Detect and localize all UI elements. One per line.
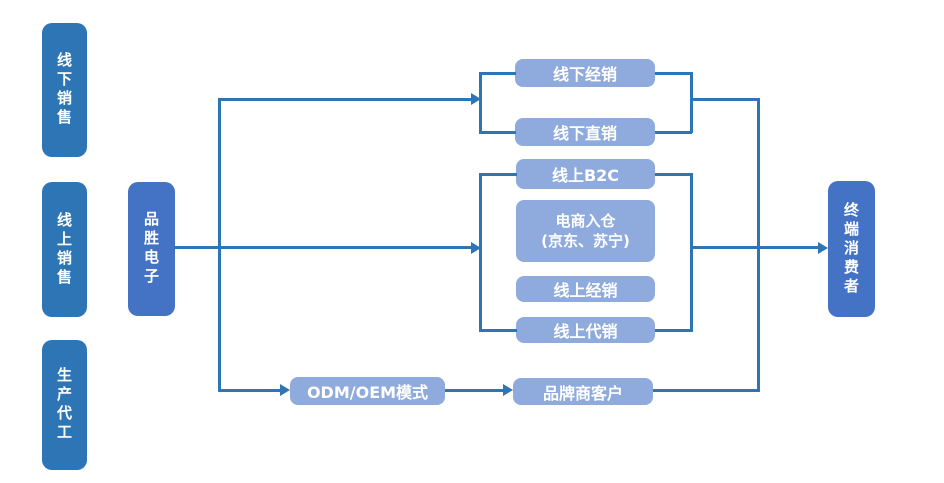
node-brand-customer: 品牌商客户: [513, 378, 653, 405]
stub-online-b2c-left: [479, 173, 517, 176]
stub-offline-distribution-right: [655, 72, 692, 75]
connector-branch-to-offline-bracket: [218, 98, 471, 101]
node-offline-direct-sales-label: 线下直销: [552, 124, 617, 143]
node-online-distribution-label: 线上经销: [553, 281, 618, 300]
bracket-offline-right: [690, 72, 693, 133]
node-offline-direct-sales: 线下直销: [515, 118, 655, 146]
node-end-consumer-label: 终端消费者: [842, 201, 860, 297]
node-offline-distribution: 线下经销: [515, 59, 655, 87]
stub-online-b2c-right: [655, 173, 692, 176]
stub-offline-direct-left: [479, 131, 516, 134]
arrowhead-odm-icon: [280, 384, 290, 396]
stub-online-consignment-right: [655, 329, 692, 332]
category-oem-production: 生产代工: [42, 340, 87, 470]
connector-offline-exit: [690, 98, 760, 101]
node-online-consignment: 线上代销: [516, 317, 655, 343]
arrowhead-offline-bracket-icon: [471, 93, 481, 105]
node-offline-distribution-label: 线下经销: [552, 65, 617, 84]
connector-online-exit-to-consumer: [690, 246, 818, 249]
category-online-sales-label: 线上销售: [55, 211, 73, 288]
connector-brand-exit: [653, 389, 759, 392]
connector-branch-to-odm: [218, 389, 280, 392]
arrowhead-consumer-icon: [818, 242, 828, 254]
connector-branch-vertical: [218, 98, 221, 391]
node-ecommerce-warehouse: 电商入仓 (京东、苏宁): [516, 200, 655, 262]
node-online-distribution: 线上经销: [516, 276, 655, 302]
node-end-consumer: 终端消费者: [828, 181, 875, 317]
node-ecommerce-warehouse-sublabel: (京东、苏宁): [541, 232, 630, 250]
category-offline-sales: 线下销售: [42, 23, 87, 157]
category-online-sales: 线上销售: [42, 182, 87, 317]
category-oem-production-label: 生产代工: [55, 367, 73, 443]
connector-company-to-online-bracket: [174, 246, 471, 249]
node-company: 品胜电子: [128, 182, 175, 316]
connector-merge-vertical: [757, 98, 760, 392]
arrowhead-online-bracket-icon: [471, 242, 481, 254]
connector-odm-to-brand: [445, 389, 503, 392]
stub-offline-direct-right: [655, 131, 692, 134]
node-odm-oem-mode-label: ODM/OEM模式: [306, 383, 429, 402]
bracket-online-right: [690, 173, 693, 332]
stub-offline-distribution-left: [479, 72, 516, 75]
node-online-b2c: 线上B2C: [516, 159, 655, 189]
node-online-consignment-label: 线上代销: [553, 322, 618, 341]
node-company-label: 品胜电子: [142, 211, 160, 287]
arrowhead-brand-customer-icon: [503, 384, 513, 396]
node-odm-oem-mode: ODM/OEM模式: [290, 377, 445, 405]
bracket-offline-left: [479, 72, 482, 133]
category-offline-sales-label: 线下销售: [55, 52, 73, 128]
node-online-b2c-label: 线上B2C: [551, 166, 620, 185]
stub-online-consignment-left: [479, 329, 517, 332]
node-brand-customer-label: 品牌商客户: [542, 383, 623, 403]
bracket-online-left: [479, 173, 482, 332]
node-ecommerce-warehouse-label: 电商入仓: [555, 211, 616, 230]
